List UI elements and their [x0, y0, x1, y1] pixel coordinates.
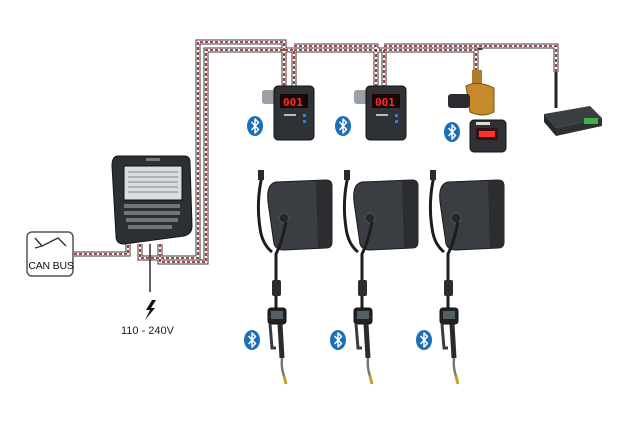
can-bus-icon	[26, 231, 74, 277]
control-terminal	[111, 155, 193, 245]
can-bus-label: CAN BUS	[28, 260, 74, 272]
hose-reel-1	[258, 170, 332, 384]
bluetooth-icon	[246, 115, 264, 137]
meter-1-display: 001	[283, 96, 303, 109]
power-label: 110 - 240V	[121, 325, 175, 337]
bluetooth-icon	[243, 329, 261, 351]
bluetooth-icon	[415, 329, 433, 351]
hose-reel-3	[430, 170, 504, 384]
flow-meter-1	[262, 85, 315, 141]
hose-reel-2	[344, 170, 418, 384]
lightning-icon	[145, 300, 156, 320]
bluetooth-icon	[334, 115, 352, 137]
wireless-gateway	[544, 72, 602, 136]
bluetooth-icon	[443, 121, 461, 143]
bluetooth-icon	[329, 329, 347, 351]
flow-meter-2	[354, 85, 407, 141]
cable-network	[74, 39, 559, 292]
meter-2-display: 001	[375, 96, 395, 109]
valve-meter	[448, 70, 507, 153]
